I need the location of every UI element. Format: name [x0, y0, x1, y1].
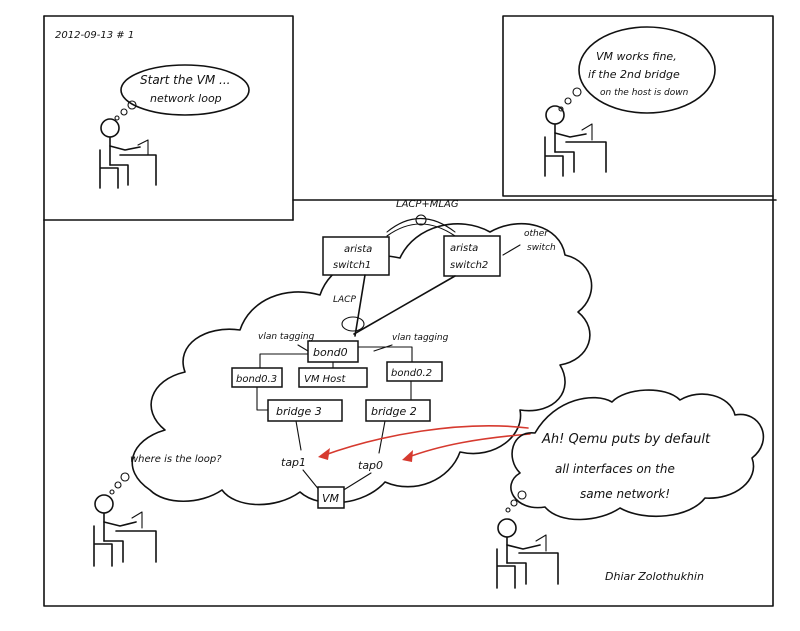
panel-bottom-frame: [43, 195, 774, 607]
panel-top-right: VM works fine, if the 2nd bridge on the …: [544, 26, 716, 177]
bridge-right-box: [365, 399, 431, 422]
date-label: 2012-09-13 # 1: [55, 30, 134, 41]
mlag-label: LACP+MLAG: [396, 199, 459, 210]
speech-line: all interfaces on the: [555, 462, 675, 476]
speech-line: if the 2nd bridge: [588, 68, 680, 81]
switch2-line1: arista: [450, 243, 478, 254]
switch2-line2: switch2: [450, 260, 488, 271]
thought-bubble: [578, 26, 716, 114]
network-thought-cloud: [131, 223, 593, 506]
vlan-tagging-left: vlan tagging: [258, 332, 315, 342]
vm-host-box: [298, 367, 368, 388]
switch1-box: [322, 236, 390, 276]
network-diagram: LACP+MLAG arista switch1 arista switch2 …: [231, 199, 556, 509]
thought-bubble: [120, 64, 250, 116]
stick-figure: [544, 105, 607, 177]
bridge-left-label: bridge 3: [276, 405, 322, 418]
speech-line: Ah! Qemu puts by default: [541, 432, 711, 447]
panel-bottom-right: Ah! Qemu puts by default all interfaces …: [496, 389, 764, 589]
panel-top-left-frame: [43, 15, 294, 221]
panel-frames: [43, 15, 777, 607]
vlan-tagging-right: vlan tagging: [392, 333, 449, 343]
vm-label: VM: [322, 492, 340, 505]
panel-bottom: LACP+MLAG arista switch1 arista switch2 …: [131, 199, 593, 509]
speech-line: VM works fine,: [596, 50, 677, 63]
speech-line: on the host is down: [600, 88, 689, 98]
bond0-2-box: [386, 361, 443, 382]
speech-line: where is the loop?: [130, 454, 222, 465]
vm-host-label: VM Host: [304, 374, 346, 385]
stick-figure: [496, 518, 559, 589]
speech-line: Start the VM ...: [140, 73, 230, 87]
panel-bottom-left-speech: where is the loop?: [93, 454, 222, 567]
stick-figure: [99, 118, 157, 189]
switch2-box: [443, 235, 501, 277]
bond0-3-label: bond0.3: [236, 374, 277, 385]
speech-line: network loop: [150, 92, 222, 105]
other-switch-line2: switch: [527, 243, 556, 253]
lacp-label: LACP: [333, 295, 356, 305]
bridge-right-label: bridge 2: [371, 405, 417, 418]
bond0-label: bond0: [313, 346, 348, 359]
thought-bubble: [510, 389, 764, 521]
switch1-line2: switch1: [333, 260, 371, 271]
vm-box: [317, 486, 345, 509]
speech-line: same network!: [580, 487, 670, 501]
artist-signature: Dhiar Zolothukhin: [605, 570, 704, 583]
tap1-label: tap1: [281, 456, 306, 469]
tap0-label: tap0: [358, 459, 383, 472]
red-arrows: [318, 425, 531, 462]
panel-top-right-frame: [502, 15, 774, 197]
bridge-left-box: [267, 399, 343, 422]
stick-figure: [93, 494, 157, 567]
bond0-2-label: bond0.2: [391, 368, 432, 379]
switch1-line1: arista: [344, 244, 372, 255]
other-switch-line1: other: [524, 229, 549, 239]
panel-top-left: Start the VM ... network loop: [99, 64, 250, 189]
